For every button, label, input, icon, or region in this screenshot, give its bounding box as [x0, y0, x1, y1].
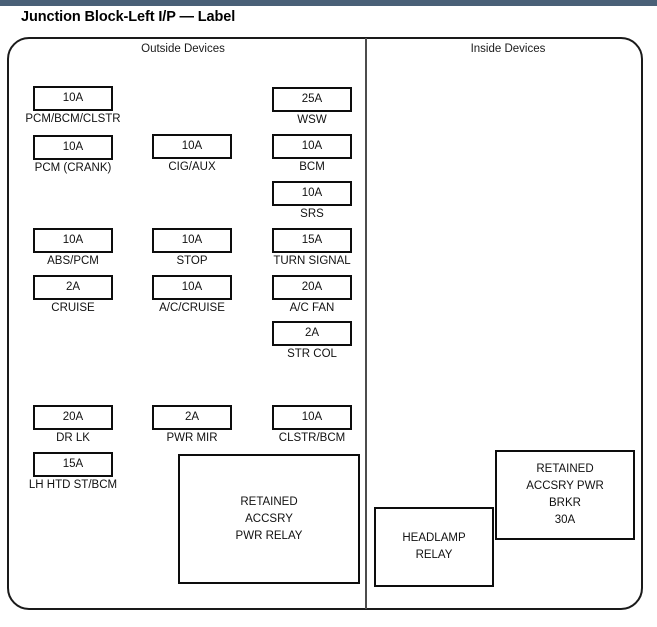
fuse-caption: WSW: [297, 114, 327, 126]
fuse-caption: A/C/CRUISE: [159, 302, 225, 314]
fuse-caption: CRUISE: [51, 302, 95, 314]
section-header-inside-devices: Inside Devices: [470, 43, 546, 55]
relay-line-1: RETAINED: [240, 495, 298, 508]
relay-line-3: PWR RELAY: [235, 529, 303, 542]
fuse-rating: 10A: [272, 134, 352, 159]
fuse-rating: 10A: [33, 228, 113, 253]
fuse-lh-htd-st-bcm[interactable]: 15A LH HTD ST/BCM: [29, 452, 117, 491]
fuse-rating: 2A: [272, 321, 352, 346]
breaker-line-2: ACCSRY PWR: [526, 480, 604, 492]
page-title: Junction Block-Left I/P — Label: [21, 9, 236, 25]
fuse-rating: 2A: [33, 275, 113, 300]
fuse-rating: 10A: [272, 181, 352, 206]
fuse-caption: CIG/AUX: [168, 161, 216, 173]
window-accent-bar: [0, 0, 657, 6]
fuse-caption: STOP: [176, 255, 208, 267]
fuse-abs-pcm[interactable]: 10A ABS/PCM: [33, 228, 113, 267]
breaker-line-1: RETAINED: [536, 463, 594, 475]
breaker-rating: 30A: [554, 514, 576, 526]
fuse-dr-lk[interactable]: 20A DR LK: [33, 405, 113, 444]
section-divider: [365, 38, 367, 609]
fuse-str-col[interactable]: 2A STR COL: [272, 321, 352, 360]
relay-retained-accsry-pwr-relay[interactable]: RETAINED ACCSRY PWR RELAY: [178, 454, 360, 584]
fuse-caption: PCM/BCM/CLSTR: [25, 113, 121, 125]
section-header-outside-devices: Outside Devices: [141, 43, 225, 55]
fuse-rating: 10A: [33, 135, 113, 160]
breaker-line-3: BRKR: [549, 497, 581, 509]
fuse-turn-signal[interactable]: 15A TURN SIGNAL: [272, 228, 352, 267]
fuse-rating: 20A: [272, 275, 352, 300]
fuse-pcm-crank[interactable]: 10A PCM (CRANK): [33, 135, 113, 174]
fuse-caption: A/C FAN: [289, 302, 335, 314]
fuse-caption: CLSTR/BCM: [278, 432, 346, 444]
fuse-rating: 10A: [272, 405, 352, 430]
fuse-caption: LH HTD ST/BCM: [28, 479, 118, 491]
fuse-caption: TURN SIGNAL: [273, 255, 351, 267]
fuse-caption: PCM (CRANK): [34, 162, 112, 174]
fuse-caption: ABS/PCM: [47, 255, 99, 267]
fuse-rating: 10A: [152, 134, 232, 159]
fuse-rating: 25A: [272, 87, 352, 112]
fuse-rating: 15A: [272, 228, 352, 253]
fuse-caption: DR LK: [56, 432, 90, 444]
fuse-caption: BCM: [299, 161, 325, 173]
fuse-clstr-bcm[interactable]: 10A CLSTR/BCM: [272, 405, 352, 444]
fuse-ac-cruise[interactable]: 10A A/C/CRUISE: [152, 275, 232, 314]
fuse-caption: PWR MIR: [166, 432, 218, 444]
relay-line-1: HEADLAMP: [402, 532, 466, 544]
fuse-ac-fan[interactable]: 20A A/C FAN: [272, 275, 352, 314]
fuse-rating: 10A: [33, 86, 113, 111]
fuse-srs[interactable]: 10A SRS: [272, 181, 352, 220]
relay-line-2: RELAY: [415, 549, 453, 561]
fuse-pwr-mir[interactable]: 2A PWR MIR: [152, 405, 232, 444]
relay-headlamp[interactable]: HEADLAMP RELAY: [374, 507, 494, 587]
fuse-cig-aux[interactable]: 10A CIG/AUX: [152, 134, 232, 173]
fuse-cruise[interactable]: 2A CRUISE: [33, 275, 113, 314]
fuse-caption: SRS: [300, 208, 324, 220]
fuse-rating: 20A: [33, 405, 113, 430]
fuse-wsw[interactable]: 25A WSW: [272, 87, 352, 126]
fuse-stop[interactable]: 10A STOP: [152, 228, 232, 267]
fuse-rating: 10A: [152, 275, 232, 300]
fuse-bcm[interactable]: 10A BCM: [272, 134, 352, 173]
relay-line-2: ACCSRY: [245, 512, 293, 525]
fuse-rating: 10A: [152, 228, 232, 253]
breaker-retained-accsry-pwr[interactable]: RETAINED ACCSRY PWR BRKR 30A: [495, 450, 635, 540]
fuse-rating: 15A: [33, 452, 113, 477]
fuse-pcm-bcm-clstr[interactable]: 10A PCM/BCM/CLSTR: [25, 86, 121, 125]
fuse-caption: STR COL: [287, 348, 337, 360]
fuse-rating: 2A: [152, 405, 232, 430]
